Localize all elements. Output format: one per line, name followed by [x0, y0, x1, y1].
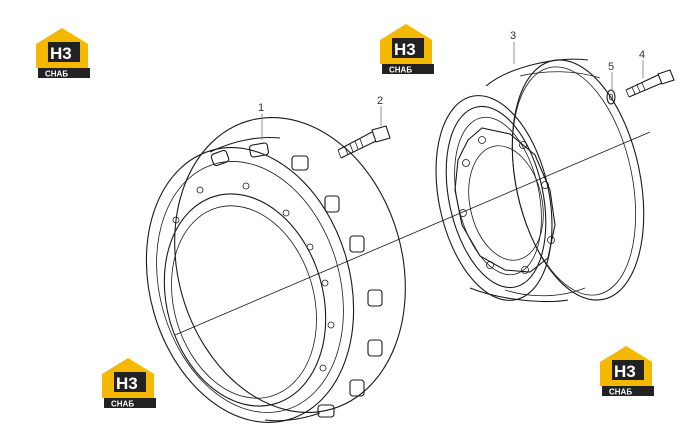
callout-3: 3 [510, 30, 516, 42]
wheel-hub-ring [145, 116, 406, 423]
svg-text:CHAБ: CHAБ [111, 400, 134, 409]
watermark-logo-top-left: H3 CHAБ [36, 28, 90, 79]
svg-text:H3: H3 [394, 40, 416, 59]
brake-drum [435, 58, 645, 303]
callout-2: 2 [377, 95, 383, 107]
svg-text:CHAБ: CHAБ [45, 70, 68, 79]
svg-text:CHAБ: CHAБ [389, 66, 412, 75]
svg-text:H3: H3 [614, 362, 636, 381]
watermark-logo-top-center: H3 CHAБ [380, 24, 434, 75]
watermark-logo-bottom-left: H3 CHAБ [102, 358, 156, 409]
callout-4: 4 [639, 49, 645, 61]
center-axis-line [174, 131, 651, 336]
svg-text:H3: H3 [116, 374, 138, 393]
svg-text:H3: H3 [50, 44, 72, 63]
bolt-part-2 [337, 125, 391, 159]
watermark-logo-bottom-right: H3 CHAБ [600, 346, 654, 397]
callout-5: 5 [608, 61, 614, 73]
bolt-part-4 [625, 69, 675, 98]
callout-1: 1 [258, 102, 264, 114]
washer-part-5 [606, 89, 616, 105]
svg-text:CHAБ: CHAБ [609, 388, 632, 397]
